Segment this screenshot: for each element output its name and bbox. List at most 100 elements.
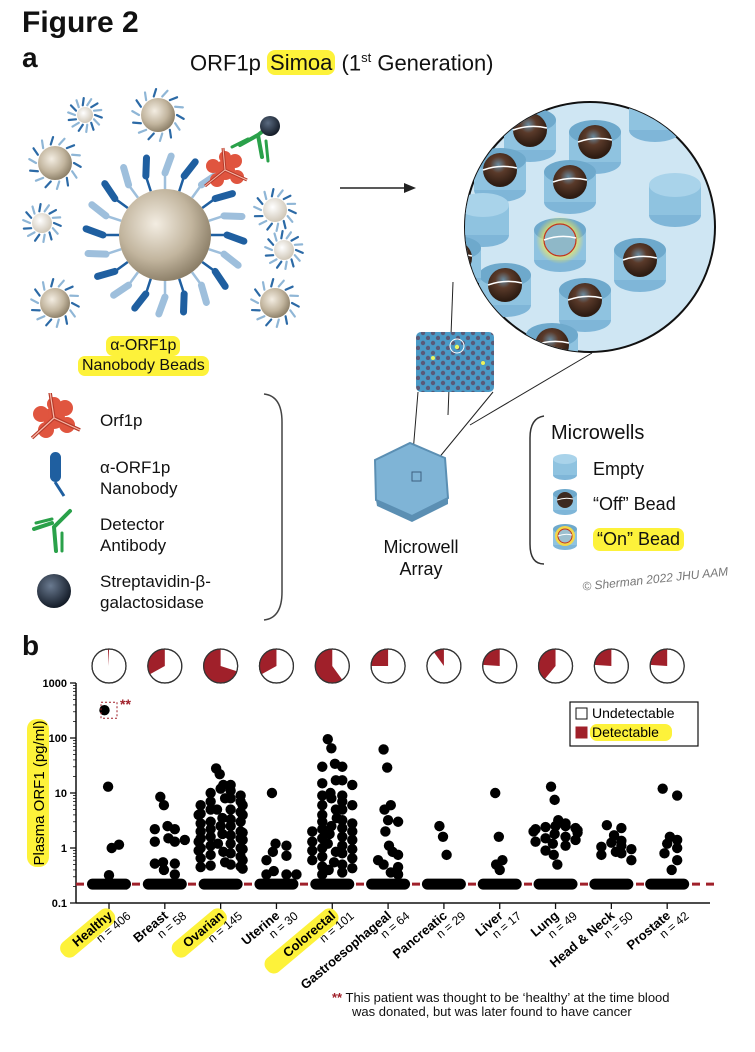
data-point xyxy=(281,850,292,862)
data-point xyxy=(266,787,278,799)
data-point xyxy=(530,836,541,847)
pie-detectable-healthy xyxy=(107,649,109,666)
data-point xyxy=(205,804,216,815)
data-point xyxy=(193,845,204,856)
microwell-legend-label: “Off” Bead xyxy=(593,494,676,514)
large-bead xyxy=(119,189,211,281)
data-point xyxy=(205,787,216,799)
off-bead-well-icon xyxy=(551,486,593,523)
data-point xyxy=(381,762,393,773)
y-tick-label: 1000 xyxy=(43,678,67,690)
data-point xyxy=(601,819,613,831)
data-point xyxy=(270,838,281,849)
data-point xyxy=(193,809,204,821)
streptavidin-bead-icon xyxy=(26,564,100,619)
data-point xyxy=(225,820,236,832)
data-point xyxy=(149,836,161,847)
data-point xyxy=(337,867,348,878)
data-point xyxy=(205,816,216,827)
undetectable-points-gastroesophageal xyxy=(366,878,411,890)
reagent-legend-label: Streptavidin-β-galactosidase xyxy=(100,571,211,612)
data-point xyxy=(540,821,551,833)
y-tick-label: 0.1 xyxy=(52,898,67,910)
legend-label-undetectable: Undetectable xyxy=(592,705,675,721)
data-point xyxy=(322,734,333,745)
data-point xyxy=(235,816,246,827)
data-point xyxy=(570,834,581,846)
data-point xyxy=(337,848,348,859)
data-point xyxy=(493,831,505,842)
data-point xyxy=(307,836,318,847)
subtitle-highlight: Simoa xyxy=(267,50,336,76)
microwell-legend-item: “Off” Bead xyxy=(551,487,684,522)
pie-detectable-head-neck xyxy=(594,649,612,666)
detector-antibody-icon xyxy=(26,507,100,562)
data-point xyxy=(441,849,452,861)
data-point xyxy=(267,846,279,858)
y-tick-label: 100 xyxy=(49,733,67,745)
data-point xyxy=(347,779,358,791)
data-point xyxy=(217,828,228,840)
pie-detectable-ovarian xyxy=(203,649,237,683)
beads-label-line1: α-ORF1p xyxy=(106,336,181,356)
pie-detectable-pancreatic xyxy=(433,649,444,666)
data-point xyxy=(392,816,404,827)
empty-well-icon xyxy=(551,451,593,488)
reagent-legend-item: Streptavidin-β-galactosidase xyxy=(26,563,286,620)
nanobody-beads-illustration xyxy=(22,87,304,329)
data-point xyxy=(317,851,328,862)
microwells-title: Microwells xyxy=(551,422,645,444)
data-point xyxy=(195,853,206,864)
data-point xyxy=(317,869,328,880)
data-point xyxy=(550,820,561,832)
data-point xyxy=(380,826,391,837)
data-point xyxy=(237,834,248,846)
undetectable-points-liver xyxy=(477,878,522,890)
data-point xyxy=(291,869,302,880)
data-point xyxy=(113,839,125,850)
data-point xyxy=(307,845,318,856)
data-point xyxy=(169,823,181,835)
data-point xyxy=(661,838,673,849)
legend-swatch-detectable xyxy=(575,726,588,739)
data-point xyxy=(337,796,348,807)
data-point xyxy=(545,781,557,792)
nanobody-icon xyxy=(26,450,100,505)
footnote-line1: This patient was thought to be ‘healthy’… xyxy=(345,990,670,1005)
y-tick-label: 1 xyxy=(61,843,67,855)
data-point xyxy=(392,849,404,861)
data-point xyxy=(261,869,272,880)
data-point xyxy=(560,831,571,842)
array-tile xyxy=(416,332,494,392)
data-point xyxy=(205,860,216,871)
data-point xyxy=(169,869,181,880)
pie-detectable-colorectal xyxy=(315,649,343,683)
data-point xyxy=(205,823,216,835)
data-point xyxy=(317,816,328,827)
undetectable-points-healthy xyxy=(87,878,131,890)
y-axis-label: Plasma ORF1 (pg/ml) xyxy=(27,719,49,867)
reagent-legend-bracket xyxy=(263,393,283,621)
data-point xyxy=(102,781,114,792)
data-point xyxy=(326,793,337,804)
data-point xyxy=(317,778,328,789)
streptavidin-bead xyxy=(260,116,280,136)
data-point xyxy=(606,837,617,848)
data-point xyxy=(99,705,110,716)
data-point xyxy=(157,857,169,868)
y-tick-label: 10 xyxy=(55,788,67,800)
pie-detectable-lung xyxy=(538,649,556,680)
data-point xyxy=(225,793,236,804)
data-point xyxy=(281,869,292,880)
data-point xyxy=(337,775,348,786)
data-point xyxy=(347,826,358,837)
data-point xyxy=(337,840,348,851)
data-point xyxy=(317,842,328,854)
data-point xyxy=(158,864,170,876)
data-point xyxy=(671,842,683,854)
data-point xyxy=(205,796,216,807)
undetectable-points-head-neck xyxy=(589,878,634,890)
